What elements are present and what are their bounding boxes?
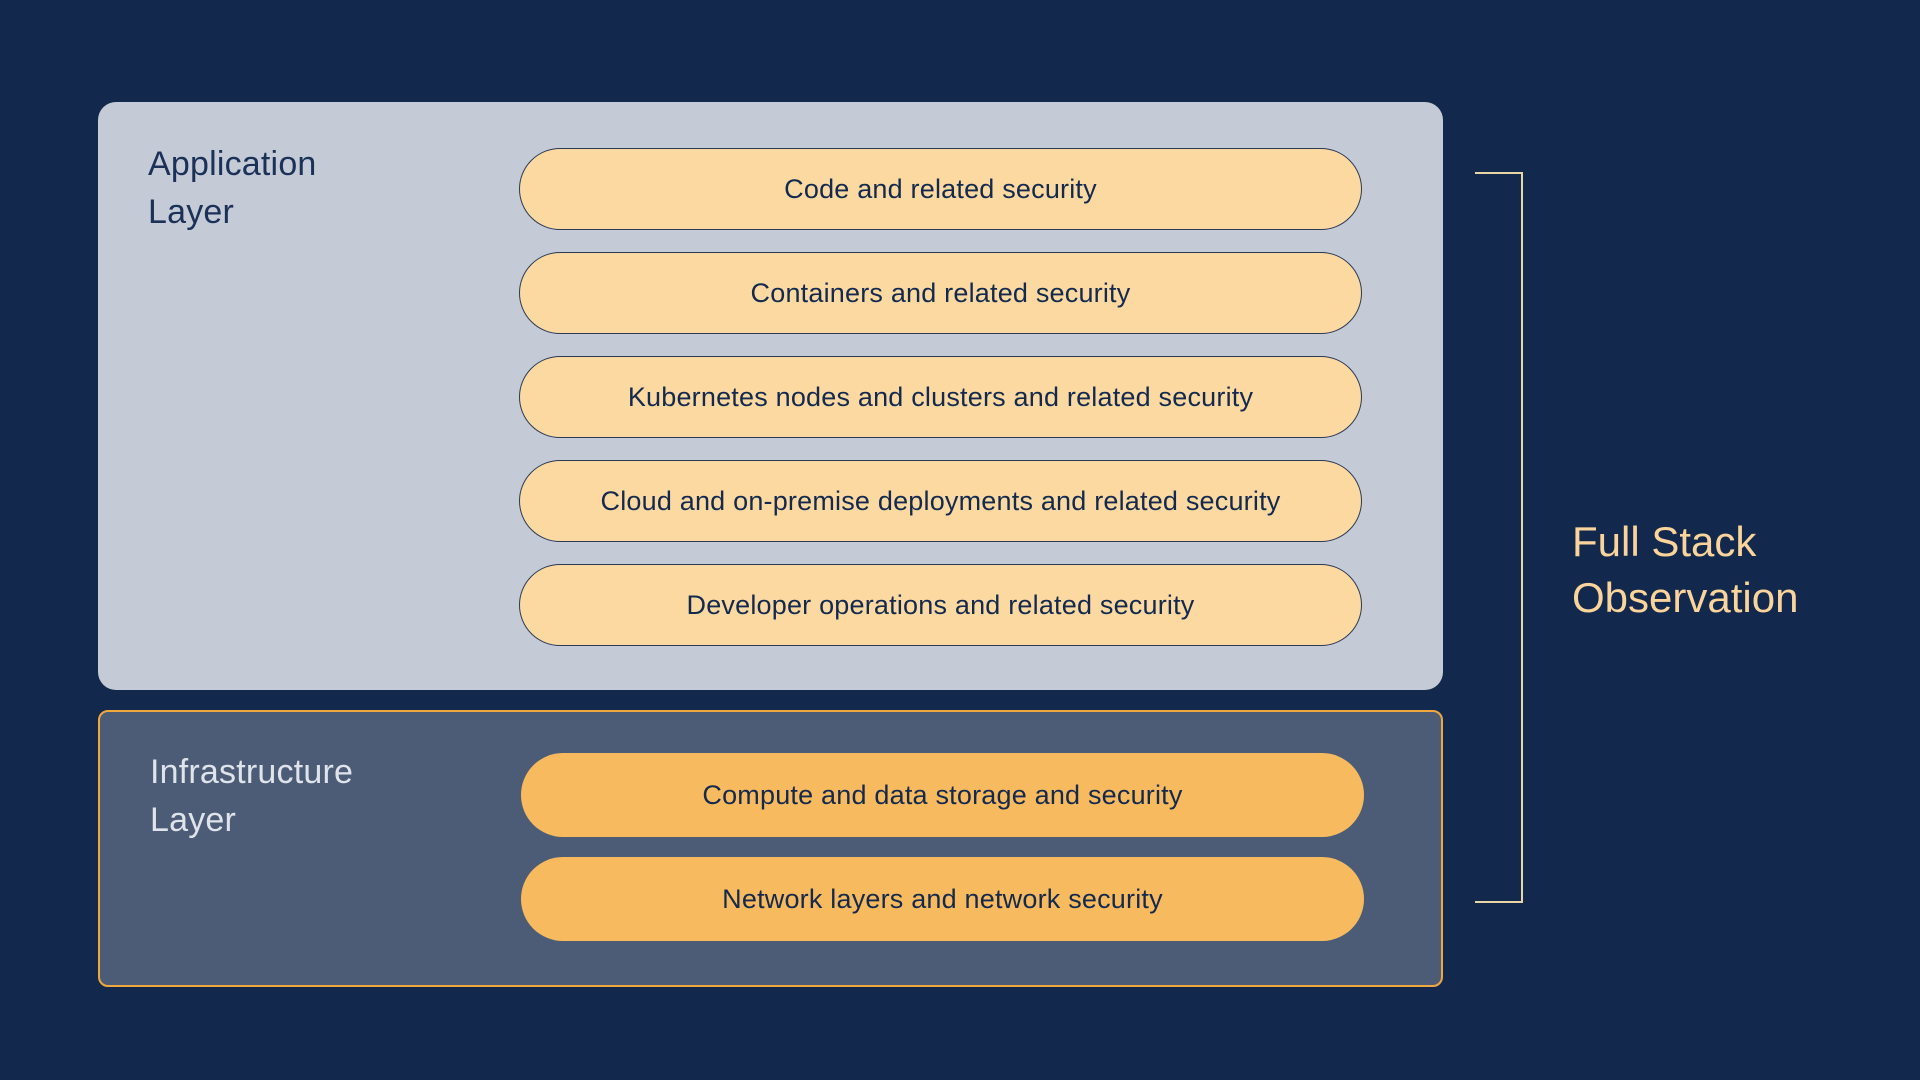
- infrastructure-layer-items: Compute and data storage and security Ne…: [521, 753, 1364, 941]
- layer-item-pill-devops: Developer operations and related securit…: [519, 564, 1362, 646]
- application-layer-label: Application Layer: [148, 145, 317, 231]
- full-stack-observation-label: Full Stack Observation: [1572, 518, 1799, 621]
- layer-item-pill-cloud: Cloud and on-premise deployments and rel…: [519, 460, 1362, 542]
- infrastructure-layer-label: Infrastructure Layer: [150, 753, 354, 839]
- layer-item-pill-compute: Compute and data storage and security: [521, 753, 1364, 837]
- application-layer-panel: Application Layer Code and related secur…: [98, 102, 1443, 690]
- layer-item-pill-containers: Containers and related security: [519, 252, 1362, 334]
- layer-item-pill-code: Code and related security: [519, 148, 1362, 230]
- application-layer-items: Code and related security Containers and…: [519, 148, 1362, 646]
- full-stack-bracket: [1475, 172, 1523, 903]
- infrastructure-layer-panel: Infrastructure Layer Compute and data st…: [98, 710, 1443, 987]
- layer-item-pill-network: Network layers and network security: [521, 857, 1364, 941]
- layer-item-pill-kubernetes: Kubernetes nodes and clusters and relate…: [519, 356, 1362, 438]
